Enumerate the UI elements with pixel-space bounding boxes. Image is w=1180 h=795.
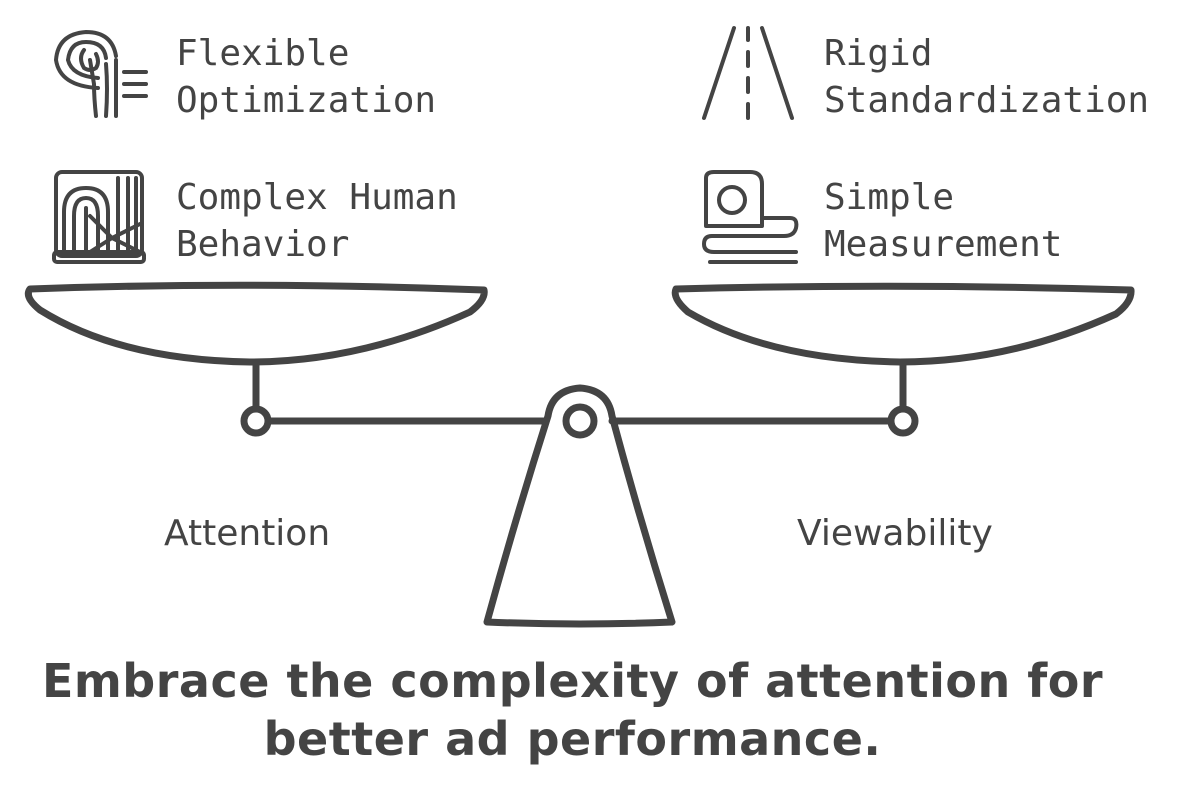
fingerprint-icon (53, 29, 148, 118)
right-pan (671, 282, 1135, 366)
complex-human-behavior-line1: Complex Human (176, 177, 458, 218)
flexible-optimization-line2: Optimization (176, 80, 437, 121)
headline-line1: Embrace the complexity of attention for (41, 654, 1104, 708)
right-joint (887, 405, 919, 437)
flexible-optimization-line1: Flexible (176, 33, 350, 74)
simple-measurement-line2: Measurement (824, 224, 1063, 265)
tape-measure-icon (702, 170, 799, 264)
brain-maze-icon (52, 170, 146, 264)
fulcrum (483, 384, 676, 628)
attention-label: Attention (164, 513, 331, 554)
rigid-standardization-line1: Rigid (824, 33, 933, 74)
left-pan (24, 281, 488, 366)
headline: Embrace the complexity of attention for … (0, 652, 1145, 768)
left-joint (240, 405, 272, 437)
fulcrum-pivot (562, 403, 598, 439)
headline-line2: better ad performance. (263, 712, 882, 766)
road-icon (702, 26, 794, 120)
rigid-standardization-label: Rigid Standardization (824, 30, 1149, 124)
rigid-standardization-line2: Standardization (824, 80, 1150, 121)
simple-measurement-line1: Simple (824, 177, 955, 218)
flexible-optimization-label: Flexible Optimization (176, 30, 436, 124)
complex-human-behavior-label: Complex Human Behavior (176, 174, 458, 268)
viewability-label: Viewability (797, 513, 993, 554)
simple-measurement-label: Simple Measurement (824, 174, 1062, 268)
complex-human-behavior-line2: Behavior (176, 224, 350, 265)
